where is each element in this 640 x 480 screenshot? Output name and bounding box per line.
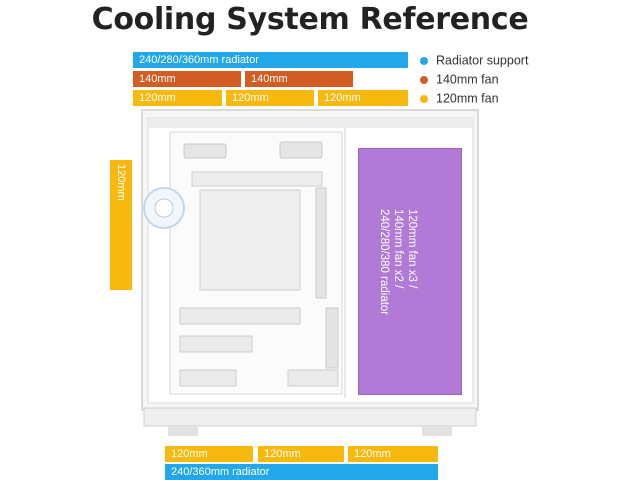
- legend-140: 140mm fan: [420, 72, 499, 87]
- side-120-bar: 120mm: [110, 160, 132, 290]
- legend-dot-yellow: [420, 94, 428, 103]
- side-mount-line-1: 120mm fan x3 /: [406, 209, 418, 289]
- bottom-120-label-1: 120mm: [171, 448, 208, 460]
- bottom-120-label-2: 120mm: [264, 448, 301, 460]
- side-mount-line-2: 140mm fan x2 /: [392, 209, 404, 289]
- bottom-radiator-bar: 240/360mm radiator: [165, 464, 438, 480]
- page-title: Cooling System Reference: [91, 2, 529, 37]
- side-mount-text: 120mm fan x3 / 140mm fan x2 / 240/280/38…: [377, 209, 419, 315]
- top-140-bar-1: 140mm: [133, 71, 241, 87]
- bottom-120-bar-3: 120mm: [348, 446, 438, 462]
- top-120-bar-2: 120mm: [226, 90, 314, 106]
- bottom-120-bar-1: 120mm: [165, 446, 253, 462]
- legend-radiator: Radiator support: [420, 53, 528, 68]
- top-120-label-2: 120mm: [232, 92, 269, 104]
- top-120-bar-3: 120mm: [318, 90, 408, 106]
- top-radiator-bar: 240/280/360mm radiator: [133, 52, 408, 68]
- side-mount-region: 120mm fan x3 / 140mm fan x2 / 240/280/38…: [358, 148, 462, 395]
- top-140-label-1: 140mm: [139, 73, 176, 85]
- side-120-label: 120mm: [115, 164, 127, 201]
- top-120-label-1: 120mm: [139, 92, 176, 104]
- bottom-radiator-label: 240/360mm radiator: [171, 466, 270, 478]
- top-radiator-label: 240/280/360mm radiator: [139, 54, 259, 66]
- legend-120: 120mm fan: [420, 91, 499, 106]
- legend-label: 140mm fan: [436, 72, 499, 87]
- bottom-120-bar-2: 120mm: [258, 446, 344, 462]
- legend-label: 120mm fan: [436, 91, 499, 106]
- legend-label: Radiator support: [436, 53, 529, 68]
- legend-dot-orange: [420, 75, 428, 84]
- top-140-bar-2: 140mm: [245, 71, 353, 87]
- top-140-label-2: 140mm: [251, 73, 288, 85]
- legend-dot-blue: [420, 56, 428, 65]
- bottom-120-label-3: 120mm: [354, 448, 391, 460]
- top-120-bar-1: 120mm: [133, 90, 222, 106]
- side-mount-line-3: 240/280/380 radiator: [378, 209, 390, 316]
- top-120-label-3: 120mm: [324, 92, 361, 104]
